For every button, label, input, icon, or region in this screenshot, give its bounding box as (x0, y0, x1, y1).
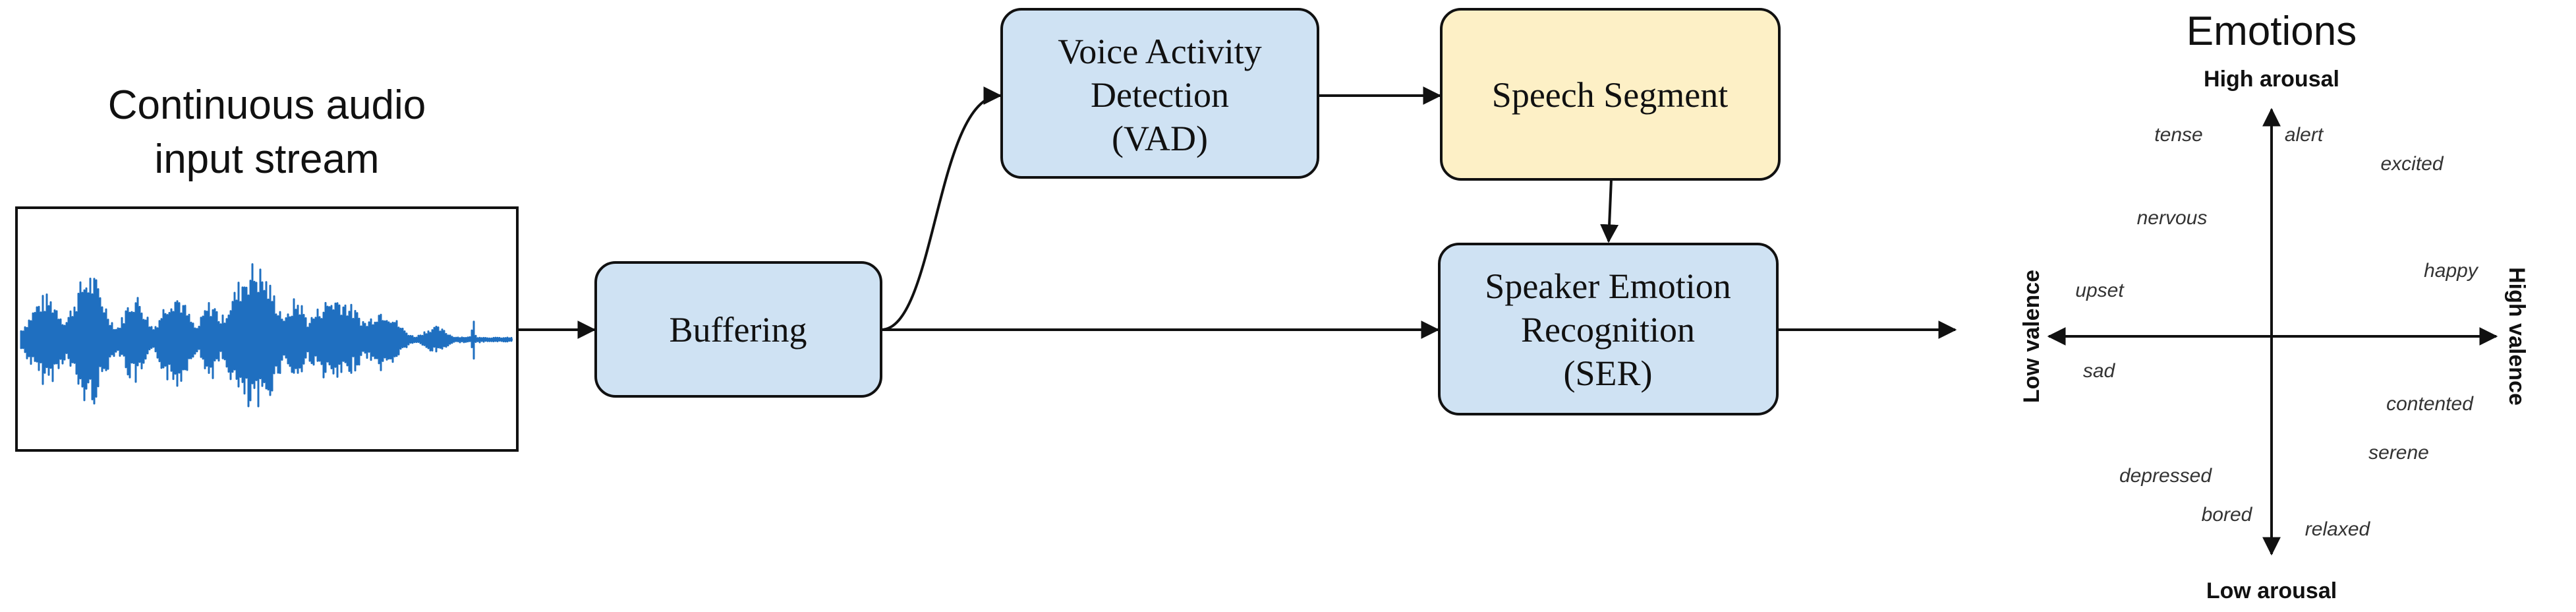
axis-label-high-arousal: High arousal (2204, 67, 2339, 92)
axis-label-low-valence: Low valence (2019, 270, 2044, 403)
input-title-line2: input stream (154, 137, 379, 182)
axis-label-low-arousal: Low arousal (2206, 578, 2337, 603)
input-title-line1: Continuous audio (108, 82, 426, 128)
emotion-serene: serene (2368, 442, 2429, 464)
arrow-segment-to-ser (1600, 179, 1619, 243)
audio-waveform (20, 263, 513, 408)
emotion-contented: contented (2386, 393, 2474, 415)
emotion-happy: happy (2424, 260, 2479, 282)
emotion-relaxed: relaxed (2305, 518, 2371, 540)
speech-segment-label: Speech Segment (1492, 75, 1728, 115)
vad-box: Voice Activity Detection (VAD) (1000, 8, 1319, 179)
emotion-upset: upset (2075, 280, 2125, 301)
ser-label-line2: Recognition (1521, 310, 1695, 350)
vad-label-line2: Detection (1091, 75, 1229, 115)
emotion-sad: sad (2083, 360, 2116, 382)
ser-label-line1: Speaker Emotion (1485, 266, 1731, 306)
buffering-box: Buffering (594, 261, 882, 398)
emotion-excited: excited (2380, 153, 2444, 175)
emotion-alert: alert (2285, 124, 2324, 146)
buffering-label: Buffering (670, 310, 807, 350)
speech-segment-box: Speech Segment (1440, 8, 1781, 181)
emotion-circumplex: Emotions High arousal Low arousal Low va… (2019, 9, 2529, 603)
vad-label-line3: (VAD) (1112, 119, 1208, 158)
ser-box: Speaker Emotion Recognition (SER) (1438, 243, 1779, 415)
vad-label-line1: Voice Activity (1058, 32, 1261, 71)
emotion-depressed: depressed (2119, 465, 2212, 487)
ser-label-line3: (SER) (1564, 353, 1653, 393)
emotion-nervous: nervous (2137, 207, 2208, 229)
emotion-bored: bored (2202, 504, 2253, 526)
emotion-tense: tense (2154, 124, 2202, 146)
arrow-buffering-to-vad (880, 86, 1002, 331)
emotions-title: Emotions (2187, 9, 2357, 54)
axis-label-high-valence: High valence (2504, 267, 2529, 406)
